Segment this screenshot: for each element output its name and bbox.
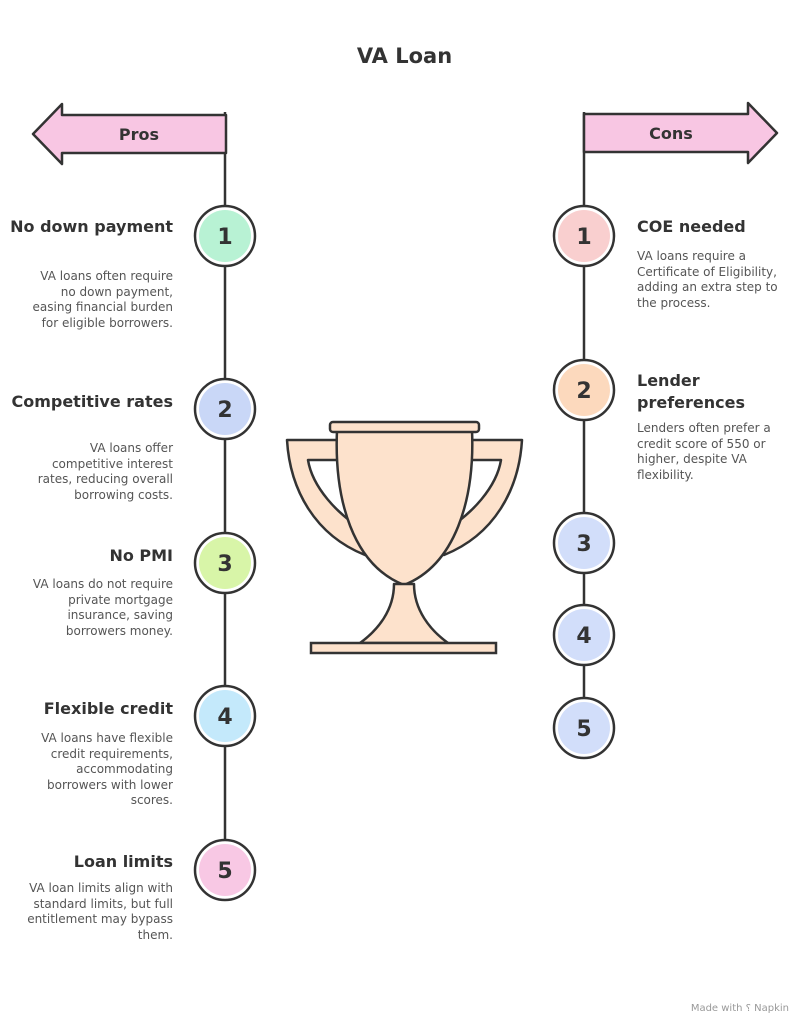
pro-number-3: 3 — [217, 552, 232, 577]
pro-circle-fill-4 — [199, 690, 251, 742]
pro-text-2: VA loans offer competitive interest rate… — [37, 441, 173, 502]
pro-circle-fill-1 — [199, 210, 251, 262]
pro-text-3: VA loans do not require private mortgage… — [32, 577, 173, 638]
pro-heading-2: Competitive rates — [11, 392, 173, 411]
pro-heading-3: No PMI — [109, 546, 173, 565]
con-marker-4: 4 — [552, 603, 616, 667]
con-circle-fill-2 — [558, 364, 610, 416]
con-number-1: 1 — [576, 225, 591, 250]
pro-number-2: 2 — [217, 398, 232, 423]
con-marker-2: 2 — [552, 358, 616, 422]
trophy-rim — [328, 420, 481, 434]
pro-marker-2: 2 — [193, 377, 257, 441]
con-number-5: 5 — [576, 717, 591, 742]
pro-circle-fill-2 — [199, 383, 251, 435]
con-circle-fill-5 — [558, 702, 610, 754]
pros-banner-arrow — [31, 102, 228, 166]
pro-text-5: VA loan limits align with standard limit… — [27, 881, 173, 942]
pro-marker-3: 3 — [193, 531, 257, 595]
trophy-cup — [335, 428, 474, 587]
con-circle-fill-4 — [558, 609, 610, 661]
pro-number-4: 4 — [217, 705, 232, 730]
con-circle-fill-1 — [558, 210, 610, 262]
con-heading-1: COE needed — [637, 217, 746, 236]
pro-text-1: VA loans often require no down payment, … — [32, 269, 173, 330]
pro-circle-fill-3 — [199, 537, 251, 589]
pro-number-5: 5 — [217, 859, 232, 884]
trophy-base — [309, 641, 498, 655]
con-text-2: Lenders often prefer a credit score of 5… — [637, 421, 771, 482]
con-heading-2: Lender preferences — [637, 371, 745, 412]
diagram-title: VA Loan — [356, 44, 453, 68]
con-marker-3: 3 — [552, 511, 616, 575]
pros-banner: Pros — [31, 102, 228, 166]
con-number-3: 3 — [576, 532, 591, 557]
con-marker-1: 1 — [552, 204, 616, 268]
pro-heading-5: Loan limits — [73, 852, 173, 871]
made-with-napkin-footer[interactable]: Made with ⸮ Napkin — [690, 1003, 789, 1014]
cons-banner-arrow — [582, 101, 779, 165]
pro-marker-5: 5 — [193, 838, 257, 902]
pro-marker-4: 4 — [193, 684, 257, 748]
pro-marker-1: 1 — [193, 204, 257, 268]
con-marker-5: 5 — [552, 696, 616, 760]
pro-heading-1: No down payment — [10, 217, 173, 236]
con-circle-fill-3 — [558, 517, 610, 569]
pro-number-1: 1 — [217, 225, 232, 250]
cons-banner: Cons — [582, 101, 779, 165]
con-number-2: 2 — [576, 379, 591, 404]
cons-label: Cons — [649, 124, 693, 143]
trophy-icon — [285, 420, 524, 655]
con-number-4: 4 — [576, 624, 591, 649]
pro-heading-4: Flexible credit — [43, 699, 173, 718]
pro-text-4: VA loans have flexible credit requiremen… — [41, 731, 173, 807]
trophy-stem — [358, 582, 450, 645]
con-text-1: VA loans require a Certificate of Eligib… — [637, 249, 778, 310]
pros-label: Pros — [119, 125, 159, 144]
pro-circle-fill-5 — [199, 844, 251, 896]
